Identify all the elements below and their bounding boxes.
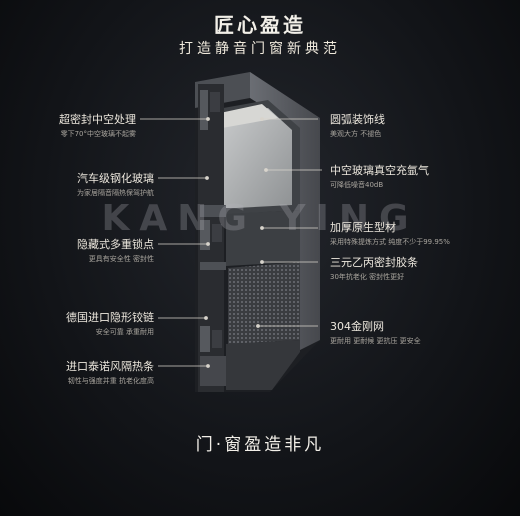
label-title: 中空玻璃真空充氩气 (330, 164, 429, 177)
label-title: 进口泰诺风隔热条 (66, 360, 154, 373)
label-desc: 为家居隔音隔热保驾护航 (77, 189, 154, 197)
right-leader-lines (256, 117, 322, 328)
label-hidden-locks: 隐藏式多重锁点 更具有安全性 密封性 (77, 236, 154, 264)
page-title: 匠心盈造 (214, 13, 306, 37)
label-desc: 零下70°中空玻璃不起雾 (60, 130, 136, 138)
label-desc: 更耐用 更耐候 更抗压 更安全 (330, 337, 421, 345)
brand-watermark: KANG YING (101, 198, 419, 239)
frame-profile (198, 84, 226, 392)
label-argon-glass: 中空玻璃真空充氩气 可降低噪音40dB (330, 162, 429, 190)
label-arc-trim: 圆弧装饰线 美观大方 不褪色 (330, 111, 385, 139)
label-title: 德国进口隐形铰链 (66, 311, 154, 324)
label-title: 圆弧装饰线 (330, 113, 385, 126)
label-desc: 韧性与强度并重 抗老化度高 (67, 377, 154, 385)
label-title: 加厚原生型材 (330, 221, 396, 234)
label-diamond-mesh: 304金刚网 更耐用 更耐候 更抗压 更安全 (330, 318, 421, 346)
label-hollow-seal: 超密封中空处理 零下70°中空玻璃不起雾 (59, 111, 136, 139)
label-title: 汽车级钢化玻璃 (77, 172, 154, 185)
label-desc: 安全可靠 承重耐用 (95, 328, 154, 336)
label-thermal-strip: 进口泰诺风隔热条 韧性与强度并重 抗老化度高 (66, 358, 154, 386)
label-title: 三元乙丙密封胶条 (330, 256, 418, 269)
label-epdm-seal: 三元乙丙密封胶条 30年抗老化 密封性更好 (330, 254, 418, 282)
label-desc: 美观大方 不褪色 (330, 130, 382, 138)
left-leader-lines (140, 117, 210, 368)
window-sash (226, 210, 300, 390)
label-title: 隐藏式多重锁点 (77, 238, 154, 251)
label-desc: 可降低噪音40dB (330, 181, 384, 189)
label-desc: 更具有安全性 密封性 (88, 255, 154, 263)
label-tempered-glass: 汽车级钢化玻璃 为家居隔音隔热保驾护航 (77, 170, 154, 198)
label-desc: 30年抗老化 密封性更好 (330, 273, 405, 281)
label-hinge: 德国进口隐形铰链 安全可靠 承重耐用 (66, 309, 154, 337)
label-desc: 采用特殊提炼方式 纯度不少于99.95% (330, 238, 450, 246)
footer-slogan: 门·窗盈造非凡 (195, 435, 325, 455)
label-title: 超密封中空处理 (59, 113, 136, 126)
label-thick-profile: 加厚原生型材 采用特殊提炼方式 纯度不少于99.95% (330, 219, 450, 247)
page-subtitle: 打造静音门窗新典范 (179, 41, 341, 57)
label-title: 304金刚网 (330, 320, 384, 333)
